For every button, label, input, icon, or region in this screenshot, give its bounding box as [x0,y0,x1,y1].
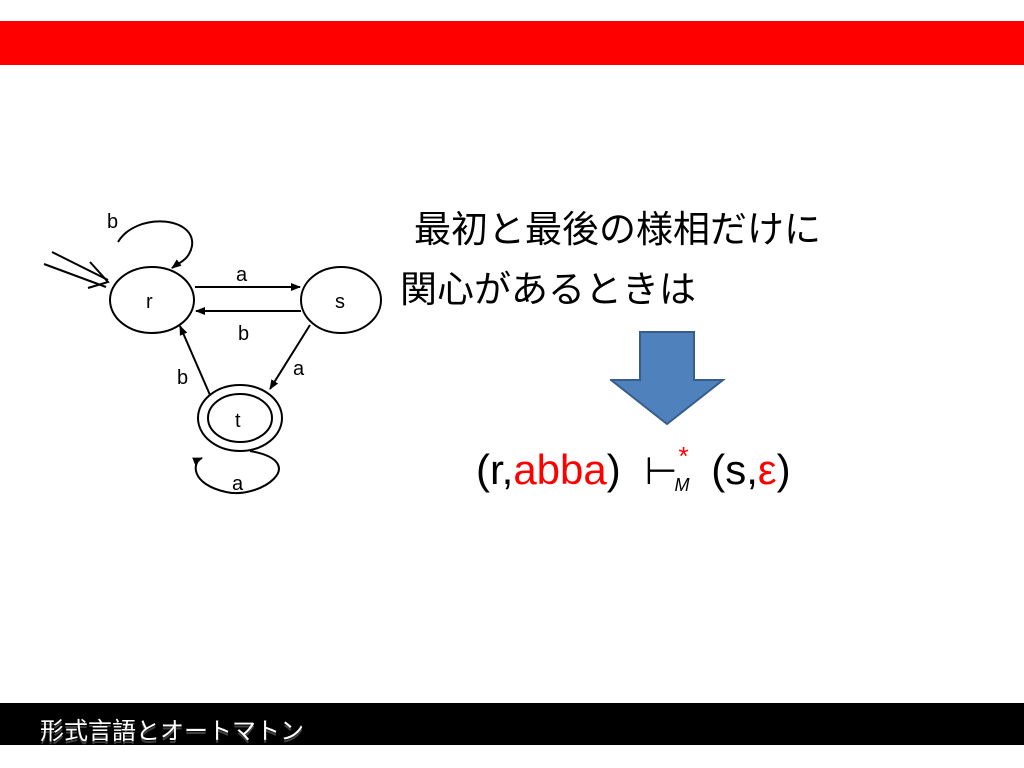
footer-title: 形式言語とオートマトン [40,717,304,745]
heading-line-1: 最初と最後の様相だけに [414,208,821,251]
heading-line-2: 関心があるときは [400,268,696,311]
start-arrowhead [87,261,110,289]
edge-label-r-s: a [236,264,248,286]
state-r [109,266,195,334]
config-start-open: (r, [476,446,514,493]
edge-s-t [269,324,311,390]
config-start-close: ) [606,446,621,493]
edge-t-r [179,325,211,396]
config-input-string: abba [513,446,607,493]
down-arrow-icon [610,331,726,426]
turnstile-star: * [678,441,689,471]
start-arrow-line-2 [51,251,109,281]
edge-label-t-r: b [177,367,188,389]
turnstile-glyph: ⊢ [644,451,678,493]
top-accent-bar [0,21,1024,65]
state-s-label: s [335,291,345,313]
state-t-inner [207,393,273,443]
edge-label-s-t: a [293,358,305,380]
edge-t-t [192,450,280,495]
edge-label-t-t: a [232,473,244,495]
config-end-close: ) [776,446,791,493]
turnstile-symbol: ⊢* M [644,441,699,495]
edge-label-r-r: b [107,211,118,233]
state-t-label: t [235,410,241,432]
edge-label-s-r: b [238,323,249,345]
state-s [300,266,382,334]
config-remaining-string: ε [757,446,777,493]
footer-bar: 形式言語とオートマトン [0,703,1024,745]
configuration-relation: (r,abba) ⊢* M (s,ε) [476,441,791,495]
config-end-open: (s, [711,446,758,493]
start-arrow-line-1 [43,263,107,288]
edge-r-r [117,220,194,269]
state-r-label: r [146,291,153,313]
slide-heading: 最初と最後の様相だけに 関心があるときは [400,200,1000,320]
turnstile-machine: M [674,475,690,495]
